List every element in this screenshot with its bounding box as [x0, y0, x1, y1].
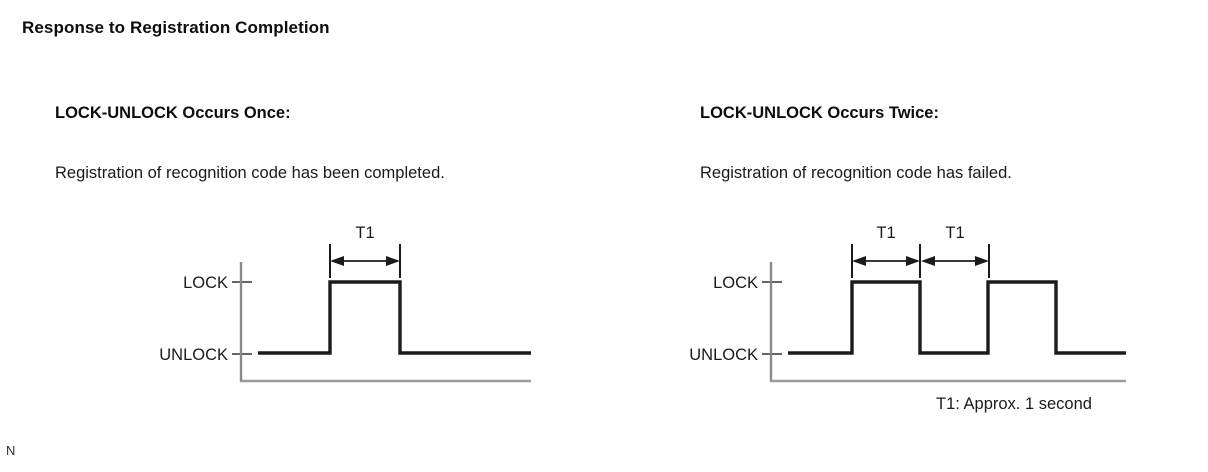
- y-tick-label-unlock: UNLOCK: [159, 346, 228, 364]
- arrow-head-right-icon: [386, 256, 400, 266]
- t1-definition-note: T1: Approx. 1 second: [936, 395, 1092, 413]
- section-body-once: Registration of recognition code has bee…: [55, 164, 445, 182]
- waveform-trace-once: [258, 280, 531, 355]
- page-title: Response to Registration Completion: [22, 18, 330, 37]
- arrow-head-right-icon: [906, 256, 920, 266]
- timing-diagram-once: LOCK UNLOCK T1: [159, 224, 531, 383]
- waveform-trace-twice: [788, 280, 1126, 355]
- arrow-head-right-icon: [975, 256, 989, 266]
- arrow-head-left-icon: [921, 256, 935, 266]
- y-tick-label-unlock: UNLOCK: [689, 346, 758, 364]
- section-heading-twice: LOCK-UNLOCK Occurs Twice:: [700, 104, 939, 122]
- dimension-label-t1-second: T1: [945, 224, 964, 242]
- dimension-label-t1-first: T1: [876, 224, 895, 242]
- arrow-head-left-icon: [330, 256, 344, 266]
- section-body-twice: Registration of recognition code has fai…: [700, 164, 1012, 182]
- y-tick-label-lock: LOCK: [713, 274, 758, 292]
- dimension-label-t1: T1: [355, 224, 374, 242]
- section-heading-once: LOCK-UNLOCK Occurs Once:: [55, 104, 291, 122]
- arrow-head-left-icon: [852, 256, 866, 266]
- corner-mark: N: [6, 443, 16, 458]
- y-tick-label-lock: LOCK: [183, 274, 228, 292]
